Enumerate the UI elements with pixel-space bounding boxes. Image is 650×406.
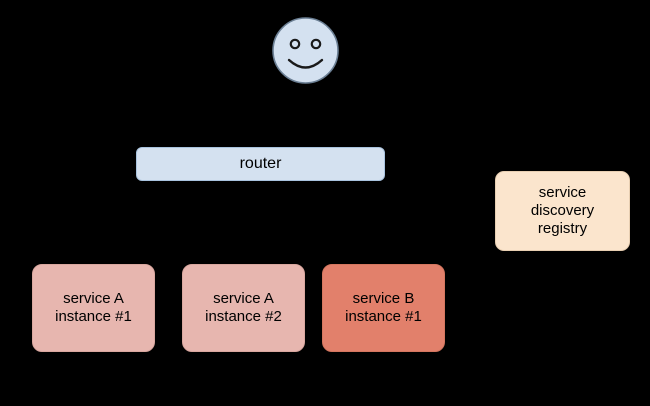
service-a-instance-2-node[interactable]: service A instance #2 bbox=[182, 264, 305, 352]
service-a-instance-1-node[interactable]: service A instance #1 bbox=[32, 264, 155, 352]
edge-router-service-a1 bbox=[92, 181, 261, 264]
edge-router-service-b1 bbox=[259, 181, 384, 264]
service-b-instance-1-label: service B instance #1 bbox=[345, 289, 422, 325]
router-label: router bbox=[239, 155, 282, 173]
service-discovery-registry-node[interactable]: service discovery registry bbox=[495, 171, 630, 251]
service-a-instance-2-label: service A instance #2 bbox=[205, 289, 282, 325]
right-eye-icon bbox=[310, 38, 322, 50]
service-b-instance-1-node[interactable]: service B instance #1 bbox=[322, 264, 445, 352]
face-circle bbox=[272, 17, 339, 84]
router-node[interactable]: router bbox=[136, 147, 385, 181]
service-a-instance-1-label: service A instance #1 bbox=[55, 289, 132, 325]
smile-icon bbox=[287, 58, 324, 69]
edge-router-registry bbox=[385, 163, 495, 212]
registry-label: service discovery registry bbox=[530, 183, 595, 238]
edge-router-service-a2 bbox=[242, 181, 261, 264]
left-eye-icon bbox=[289, 38, 301, 50]
client-smiley-face-icon bbox=[272, 17, 339, 84]
